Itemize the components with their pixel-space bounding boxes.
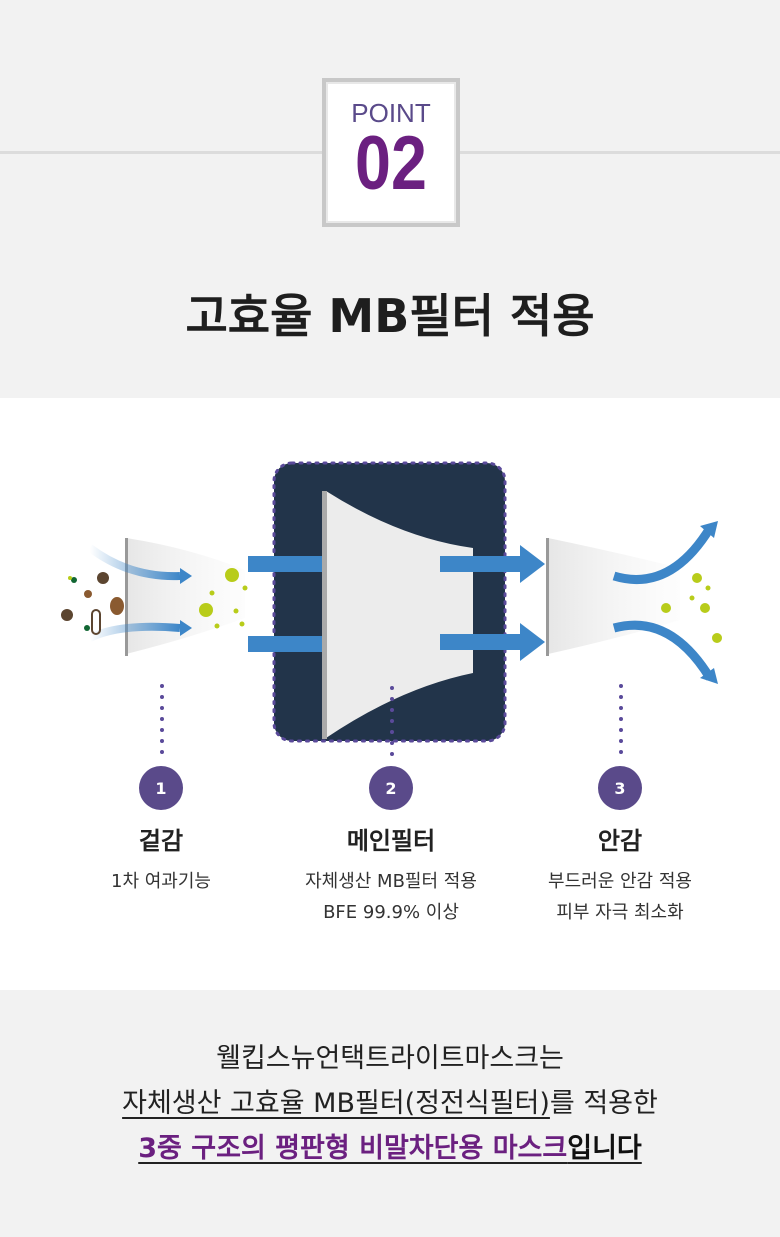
step-desc: 1차 여과기능 (111, 871, 211, 892)
step-main-filter: 메인필터 자체생산 MB필터 적용 BFE 99.9% 이상 (261, 821, 521, 928)
point-badge: POINT 02 (322, 78, 460, 227)
summary-line-2-rest: 를 적용한 (549, 1088, 658, 1119)
step-3-number: 3 (614, 779, 625, 798)
connector-dots (160, 684, 623, 762)
step-title: 겉감 (138, 827, 184, 855)
point-number: 02 (355, 121, 427, 206)
step-2-number: 2 (385, 779, 396, 798)
step-title: 안감 (597, 827, 643, 855)
main-filter-graphic (248, 461, 545, 743)
filter-diagram: 1 2 3 (61, 461, 722, 810)
step-outer-layer: 겉감 1차 여과기능 (31, 821, 291, 897)
step-title: 메인필터 (346, 827, 436, 855)
step-inner-layer: 안감 부드러운 안감 적용 피부 자극 최소화 (490, 821, 750, 928)
point-label: POINT (351, 98, 431, 128)
step-desc: 부드러운 안감 적용 (548, 871, 692, 892)
step-desc: 피부 자극 최소화 (556, 902, 684, 923)
step-1-number: 1 (155, 779, 166, 798)
step-desc: 자체생산 MB필터 적용 (305, 871, 477, 892)
outer-layer-graphic (61, 538, 248, 656)
summary-underlined: 자체생산 고효율 MB필터(정전식필터) (122, 1088, 550, 1119)
inner-layer-graphic (546, 521, 722, 684)
step-desc: BFE 99.9% 이상 (323, 902, 459, 923)
summary-line-1: 웰킵스뉴언택트라이트마스크는 (216, 1043, 564, 1074)
filter-diagram-panel: 1 2 3 겉감 1차 여과기능 메인필터 자체생산 MB필터 적용 BFE 9… (0, 398, 780, 990)
summary-text: 웰킵스뉴언택트라이트마스크는 자체생산 고효율 MB필터(정전식필터)를 적용한… (0, 1036, 780, 1171)
summary-line-3-rest: 입니다 (567, 1133, 642, 1164)
page-title: 고효율 MB필터 적용 (185, 289, 595, 343)
summary-highlight: 3중 구조의 평판형 비말차단용 마스크 (138, 1133, 568, 1164)
step-number-badges: 1 2 3 (139, 766, 642, 810)
